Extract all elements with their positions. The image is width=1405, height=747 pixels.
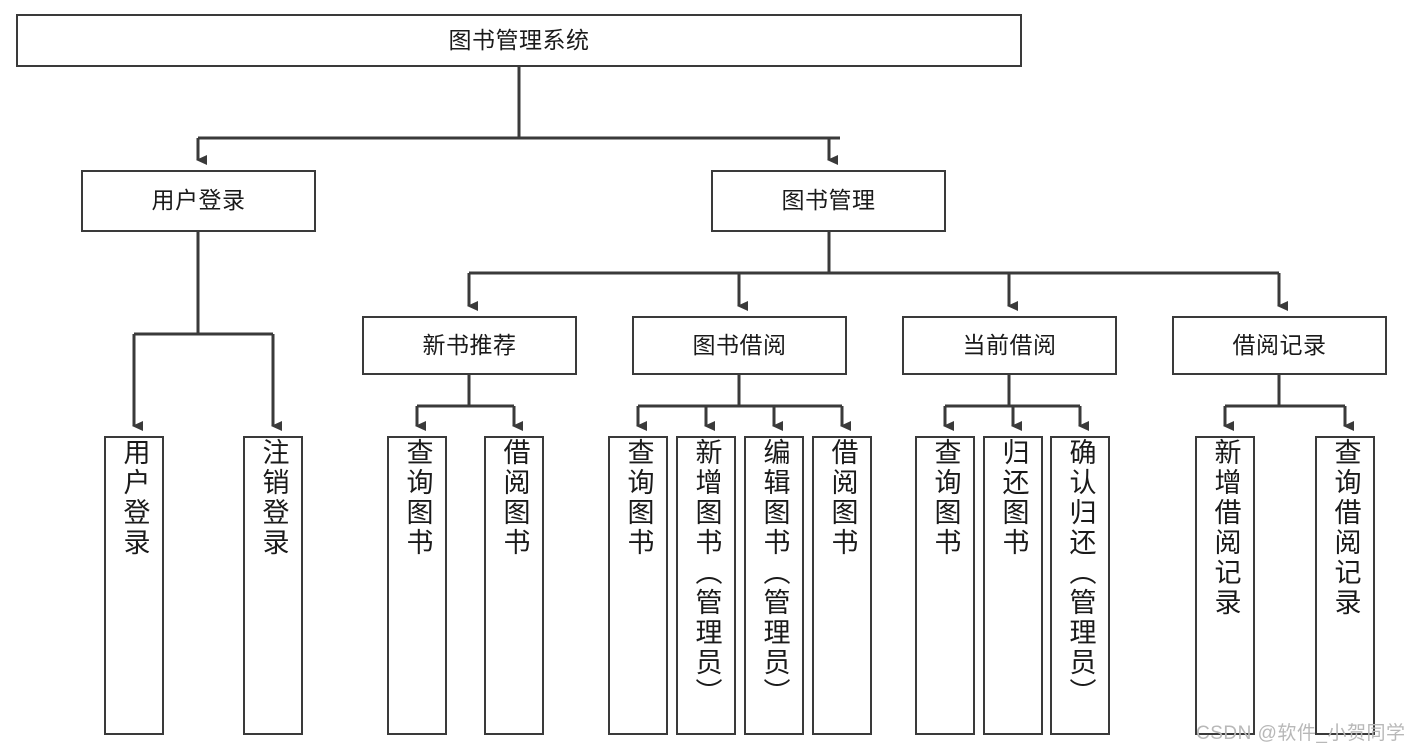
leaf-borrow-book-new[interactable]: 借阅图书 (484, 436, 544, 735)
leaf-confirm-return-admin[interactable]: 确认归还（管理员） (1050, 436, 1110, 735)
node-book-management-label: 图书管理 (781, 187, 876, 214)
leaf-user-login[interactable]: 用户登录 (104, 436, 164, 735)
leaf-logout[interactable]: 注销登录 (243, 436, 303, 735)
node-borrow-record[interactable]: 借阅记录 (1172, 316, 1387, 375)
csdn-watermark: CSDN @软件_小贺同学 (1196, 723, 1405, 744)
leaf-edit-book-admin-label: 编辑图书（管理员） (759, 438, 790, 708)
leaf-query-borrow-record[interactable]: 查询借阅记录 (1315, 436, 1375, 735)
leaf-return-book[interactable]: 归还图书 (983, 436, 1043, 735)
node-borrow-record-label: 借阅记录 (1232, 331, 1327, 358)
node-current-borrow[interactable]: 当前借阅 (902, 316, 1117, 375)
node-book-borrow-label: 图书借阅 (692, 331, 787, 358)
leaf-query-book-borrow-label: 查询图书 (623, 438, 654, 558)
leaf-confirm-return-admin-label: 确认归还（管理员） (1065, 438, 1096, 708)
leaf-borrow-book-new-label: 借阅图书 (499, 438, 530, 558)
node-book-management[interactable]: 图书管理 (711, 170, 946, 232)
node-user-login[interactable]: 用户登录 (81, 170, 316, 232)
leaf-query-borrow-record-label: 查询借阅记录 (1330, 438, 1361, 618)
leaf-return-book-label: 归还图书 (998, 438, 1029, 558)
node-user-login-label: 用户登录 (151, 187, 246, 214)
node-current-borrow-label: 当前借阅 (962, 331, 1057, 358)
leaf-borrow-book-label: 借阅图书 (827, 438, 858, 558)
leaf-query-book-current-label: 查询图书 (930, 438, 961, 558)
leaf-borrow-book[interactable]: 借阅图书 (812, 436, 872, 735)
node-root[interactable]: 图书管理系统 (16, 14, 1022, 67)
leaf-add-book-admin-label: 新增图书（管理员） (691, 438, 722, 708)
node-root-label: 图书管理系统 (448, 26, 590, 53)
leaf-query-book-borrow[interactable]: 查询图书 (608, 436, 668, 735)
leaf-user-login-label: 用户登录 (119, 438, 150, 558)
node-new-book-recommend[interactable]: 新书推荐 (362, 316, 577, 375)
leaf-logout-label: 注销登录 (258, 438, 289, 558)
node-new-book-recommend-label: 新书推荐 (422, 331, 517, 358)
leaf-query-book-current[interactable]: 查询图书 (915, 436, 975, 735)
leaf-add-borrow-record[interactable]: 新增借阅记录 (1195, 436, 1255, 735)
leaf-add-borrow-record-label: 新增借阅记录 (1210, 438, 1241, 618)
leaf-query-book-new-label: 查询图书 (402, 438, 433, 558)
leaf-query-book-new[interactable]: 查询图书 (387, 436, 447, 735)
leaf-edit-book-admin[interactable]: 编辑图书（管理员） (744, 436, 804, 735)
node-book-borrow[interactable]: 图书借阅 (632, 316, 847, 375)
leaf-add-book-admin[interactable]: 新增图书（管理员） (676, 436, 736, 735)
